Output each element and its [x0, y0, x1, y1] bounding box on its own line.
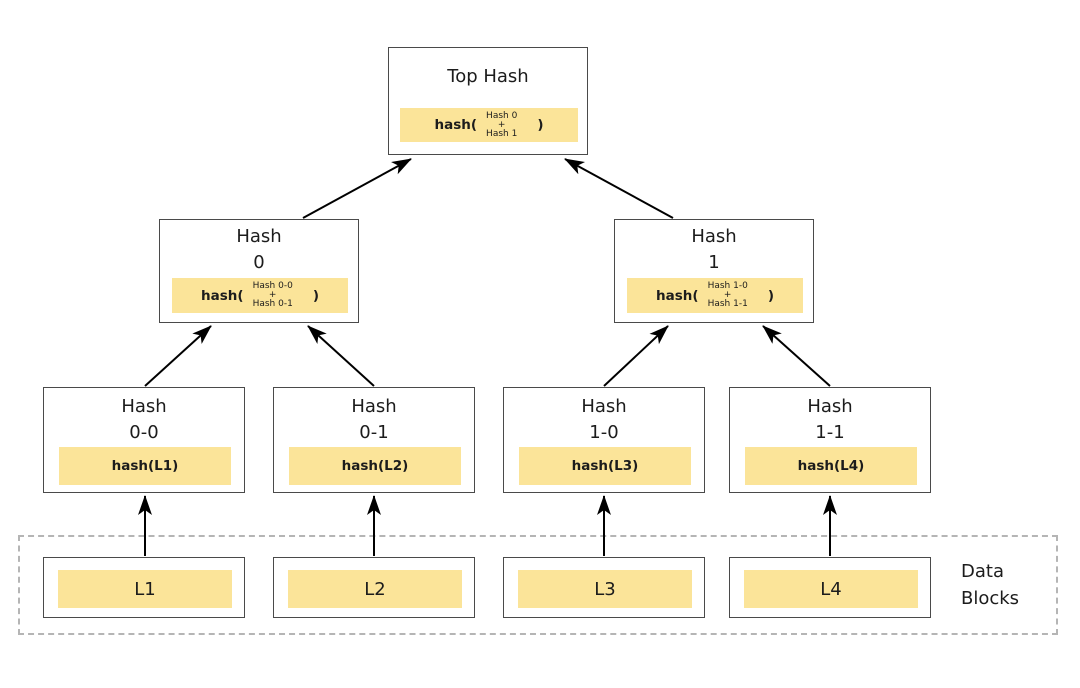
node-data-block-l1: L1	[43, 557, 245, 618]
plus-sign: +	[723, 290, 732, 300]
node-title-line2: 1-1	[815, 422, 845, 443]
node-title-line1: Hash	[351, 396, 397, 417]
node-title: Top Hash	[447, 66, 529, 87]
plus-sign: +	[497, 119, 506, 130]
node-title-line2: 0-0	[129, 422, 159, 443]
arrow-hash11-to-hash1	[762, 325, 831, 387]
hash-func-open: hash(	[201, 287, 244, 304]
arrow-hash1-to-top	[564, 158, 674, 219]
data-block-label: L2	[288, 570, 462, 608]
leaf-hash-text: hash(L1)	[111, 458, 179, 474]
hash-arg-2: Hash 1	[486, 128, 518, 139]
hash-arg-1: Hash 0	[486, 110, 518, 121]
hash-arg-1: Hash 1-0	[707, 281, 748, 291]
node-hash-0-1: Hash 0-1 hash(L2)	[273, 387, 475, 493]
node-title-line1: Hash	[236, 226, 282, 247]
leaf-hash-value: hash(L4)	[745, 447, 917, 485]
leaf-hash-value: hash(L3)	[519, 447, 691, 485]
node-title-line1: Hash	[807, 396, 853, 417]
hash-args: Hash 1-0 + Hash 1-1	[708, 282, 748, 309]
node-hash-0: Hash 0 hash( Hash 0-0 + Hash 0-1 )	[159, 219, 359, 323]
hash-expression: hash( Hash 0-0 + Hash 0-1 )	[172, 278, 348, 313]
caption-line1: Data	[961, 561, 1004, 582]
hash-func-open: hash(	[434, 117, 478, 133]
node-title-line1: Hash	[691, 226, 737, 247]
hash-arg-2: Hash 0-1	[252, 299, 293, 309]
hash-expression: hash( Hash 0 + Hash 1 )	[400, 108, 578, 142]
arrow-hash00-to-hash0	[144, 325, 212, 387]
node-hash-1-1: Hash 1-1 hash(L4)	[729, 387, 931, 493]
hash-arg-2: Hash 1-1	[707, 299, 748, 309]
hash-args: Hash 0 + Hash 1	[486, 110, 518, 139]
hash-expression: hash( Hash 1-0 + Hash 1-1 )	[627, 278, 803, 313]
hash-func-open: hash(	[656, 287, 699, 304]
data-blocks-caption: Data Blocks	[961, 558, 1019, 612]
node-title-line2: 0-1	[359, 422, 389, 443]
hash-func-close: )	[312, 287, 319, 304]
node-hash-1-0: Hash 1-0 hash(L3)	[503, 387, 705, 493]
node-data-block-l2: L2	[273, 557, 475, 618]
arrow-hash0-to-top	[302, 158, 412, 219]
data-block-label: L1	[58, 570, 232, 608]
data-block-label: L4	[744, 570, 918, 608]
caption-line2: Blocks	[961, 588, 1020, 609]
node-top-hash: Top Hash hash( Hash 0 + Hash 1 )	[388, 47, 588, 155]
node-title-line1: Hash	[121, 396, 167, 417]
leaf-hash-text: hash(L2)	[341, 458, 409, 474]
node-title-line2: 0	[253, 252, 265, 273]
node-data-block-l3: L3	[503, 557, 705, 618]
arrow-hash01-to-hash0	[307, 325, 375, 387]
hash-func-close: )	[767, 287, 774, 304]
node-title-line1: Hash	[581, 396, 627, 417]
node-hash-0-0: Hash 0-0 hash(L1)	[43, 387, 245, 493]
data-block-label: L3	[518, 570, 692, 608]
hash-args: Hash 0-0 + Hash 0-1	[253, 282, 293, 309]
node-title-line2: 1-0	[589, 422, 619, 443]
hash-func-close: )	[537, 117, 544, 133]
node-title-line2: 1	[708, 252, 720, 273]
hash-arg-1: Hash 0-0	[252, 281, 293, 291]
node-data-block-l4: L4	[729, 557, 931, 618]
leaf-hash-value: hash(L2)	[289, 447, 461, 485]
arrow-hash10-to-hash1	[603, 325, 669, 387]
leaf-hash-text: hash(L4)	[797, 458, 865, 474]
data-blocks-region	[18, 535, 1058, 635]
plus-sign: +	[268, 290, 277, 300]
leaf-hash-value: hash(L1)	[59, 447, 231, 485]
node-hash-1: Hash 1 hash( Hash 1-0 + Hash 1-1 )	[614, 219, 814, 323]
leaf-hash-text: hash(L3)	[571, 458, 639, 474]
